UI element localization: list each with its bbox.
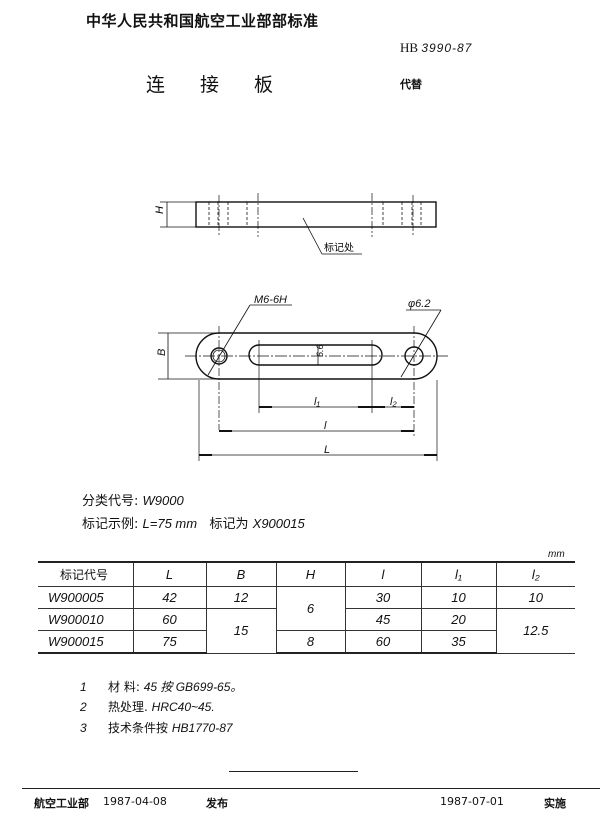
marking-location-label: 标记处	[324, 242, 354, 254]
issue-label: 发布	[206, 797, 228, 810]
hole-diameter-callout: φ6.2	[408, 298, 430, 310]
issuer: 航空工业部	[34, 797, 89, 810]
table-row: W900005 42 12 6 30 10 10	[38, 586, 575, 631]
note-item: 1 材 料: 45 按 GB699-65。	[80, 678, 242, 695]
header-L: L	[132, 561, 207, 587]
table-row: W900010 60 15 45 20 12.5	[38, 608, 575, 654]
marking-as-label: 标记为	[209, 517, 249, 532]
marking-example-value: L=75 mm	[142, 516, 198, 531]
technical-drawing: H 标记处	[154, 193, 448, 461]
header-l: l	[344, 561, 422, 587]
cell-l2: 10	[495, 586, 575, 609]
side-view	[160, 193, 437, 255]
dim-label-l1: l₁	[314, 396, 320, 408]
marking-example-line: 标记示例: L=75 mm 标记为 X900015	[82, 513, 305, 532]
slot-width-label: 6.6	[315, 344, 325, 357]
standard-code: 3990-87	[421, 41, 473, 55]
classification-code: W9000	[142, 493, 184, 508]
cell-H: 6	[275, 586, 346, 631]
table-header-row: 标记代号 L B H l l₁ l₂	[38, 561, 575, 587]
dim-label-l: l	[324, 420, 327, 432]
header-l2: l₂	[495, 561, 575, 587]
note-label: 材 料:	[108, 680, 140, 694]
dimensions-table: 标记代号 L B H l l₁ l₂ W900005 42 12 6 30 10…	[38, 561, 575, 654]
cell-l: 30	[344, 586, 422, 609]
thread-callout: M6-6H	[254, 294, 287, 306]
standard-number: HB 3990-87	[400, 40, 472, 56]
effective-date: 1987-07-01	[440, 795, 504, 808]
cell-L: 60	[132, 608, 207, 631]
issue-date: 1987-04-08	[103, 795, 167, 808]
table-row: W900015 75 8 60 35	[38, 630, 575, 654]
note-text: HRC40~45.	[151, 700, 215, 714]
dim-label-H: H	[154, 206, 166, 214]
unit-label: mm	[548, 549, 565, 560]
note-text: HB1770-87	[171, 721, 233, 735]
cell-H: 8	[275, 630, 346, 654]
dim-label-l2: l₂	[390, 396, 397, 408]
cell-l: 45	[344, 608, 422, 631]
title-char: 板	[254, 74, 274, 96]
cell-code: W900010	[38, 608, 134, 631]
note-label: 技术条件按	[108, 721, 169, 735]
effective-label: 实施	[544, 797, 566, 810]
note-text: 45 按 GB699-65。	[143, 680, 243, 694]
cell-l: 60	[344, 630, 422, 654]
classification-label: 分类代号:	[82, 494, 139, 509]
dim-label-L: L	[324, 444, 330, 456]
note-number: 3	[80, 721, 87, 735]
cell-l1: 10	[420, 586, 497, 609]
header-l1: l₁	[420, 561, 497, 587]
cell-l1: 20	[420, 608, 497, 631]
marking-example-label: 标记示例:	[82, 517, 139, 532]
standard-prefix: HB	[400, 40, 419, 55]
cell-L: 42	[132, 586, 207, 609]
cell-code: W900015	[38, 630, 134, 654]
cell-code: W900005	[38, 586, 134, 609]
note-item: 2 热处理. HRC40~45.	[80, 698, 215, 715]
cell-l1: 35	[420, 630, 496, 654]
signature-divider	[229, 771, 358, 772]
marking-as-value: X900015	[252, 516, 305, 531]
cell-L: 75	[132, 630, 207, 654]
replaces-label: 代替	[400, 78, 422, 91]
issuing-organization: 中华人民共和国航空工业部部标准	[86, 12, 319, 30]
footer-divider	[22, 788, 600, 789]
classification-line: 分类代号: W9000	[82, 490, 184, 509]
title-char: 接	[200, 74, 220, 96]
cell-B: 15	[205, 608, 277, 654]
header-code: 标记代号	[38, 561, 134, 587]
note-number: 1	[80, 680, 87, 694]
top-view	[158, 304, 448, 461]
header-H: H	[275, 561, 346, 587]
cell-B: 12	[205, 586, 277, 609]
note-item: 3 技术条件按 HB1770-87	[80, 719, 233, 736]
dim-label-B-text: B	[156, 349, 168, 356]
cell-l2: 12.5	[495, 608, 575, 654]
note-label: 热处理.	[108, 700, 148, 714]
header-B: B	[205, 561, 277, 587]
note-number: 2	[80, 700, 87, 714]
title-char: 连	[146, 74, 166, 96]
document-title: 连接板	[146, 70, 308, 97]
